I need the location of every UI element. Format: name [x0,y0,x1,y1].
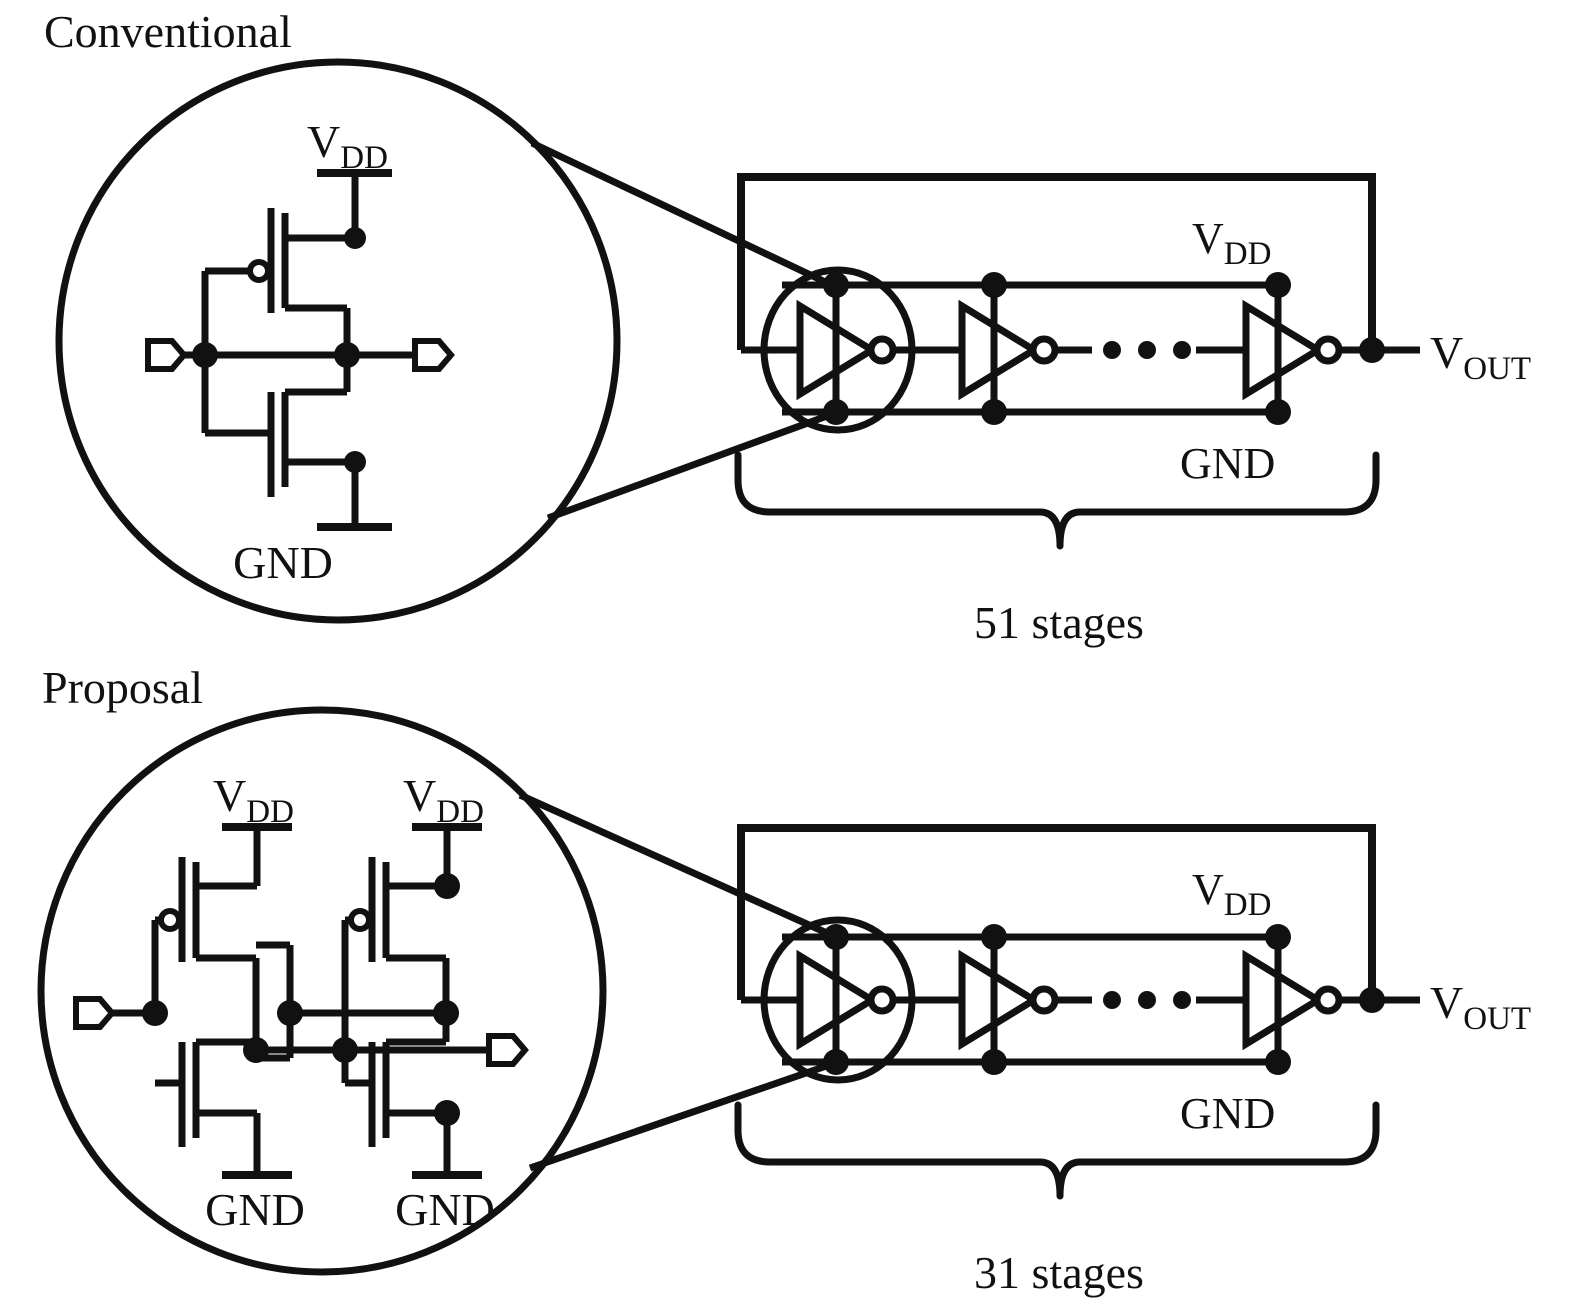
inverter-vdd-dot [981,924,1007,950]
left-gnd-label: GND [205,1184,305,1235]
inverter-vdd-dot [823,272,849,298]
stages-brace [734,451,1380,550]
chain-highlight-ellipse [760,916,916,1084]
leader-line-bottom [546,408,840,522]
inverter-gnd-dot [1265,1049,1291,1075]
ellipsis-dot [1138,991,1156,1009]
inverter-bubble-icon [1029,335,1059,365]
cell-vdd-label: VDD [307,116,388,176]
output-port-icon [412,338,455,372]
proposal-inverter-cell: VDD GND [73,770,529,1235]
proposal-ring-chain: VDD GND VOUT 31 stages [734,824,1531,1298]
chain-inverter-2 [958,272,1059,425]
proposal-section: Proposal [37,662,1531,1298]
chain-gnd-label: GND [1180,1089,1275,1138]
chain-inverter-3 [1242,924,1343,1075]
inverter-triangle [1242,949,1325,1051]
right-pmos-bubble-icon [348,908,372,932]
feedback-loop-wire [737,824,1376,1000]
ellipsis-dot [1173,341,1191,359]
inverter-bubble-icon [1313,335,1343,365]
input-node-dot [192,342,218,368]
output-node-dot [334,342,360,368]
stages-brace [734,1101,1380,1200]
right-gnd-dot [434,1100,460,1126]
conventional-inverter-cell: VDD GND [145,116,455,588]
inverter-vdd-dot [1265,924,1291,950]
chain-vout-label: VOUT [1430,977,1531,1037]
chain-inverter-1 [796,924,897,1075]
leader-line-bottom [528,1058,840,1172]
inverter-bubble-icon [867,335,897,365]
conventional-title: Conventional [44,6,292,57]
vout-tap-dot [1359,337,1385,363]
inverter-vdd-dot [981,272,1007,298]
proposal-magnifier-circle [37,706,607,1276]
conventional-section: Conventional [44,6,1531,648]
conventional-ring-chain: VDD GND VOUT 51 stages [734,173,1531,648]
chain-gnd-label: GND [1180,439,1275,488]
leader-line-top [518,791,840,942]
inverter-vdd-dot [1265,272,1291,298]
inverter-vdd-dot [823,924,849,950]
vout-tap-dot [1359,987,1385,1013]
chain-vout-label: VOUT [1430,327,1531,387]
inverter-triangle [958,949,1041,1051]
proposal-output-port-icon [486,1033,529,1067]
right-vdd-dot [434,873,460,899]
left-pmos-bubble-icon [158,908,182,932]
inverter-bubble-icon [867,985,897,1015]
right-gate-node-dot [332,1037,358,1063]
junction-dot-gnd [344,451,366,473]
ellipsis-dot [1173,991,1191,1009]
inverter-triangle [958,299,1041,401]
inverter-gnd-dot [823,1049,849,1075]
right-vdd-label: VDD [403,770,484,830]
ellipsis-dot [1103,991,1121,1009]
proposal-right-inverter: VDD GND [256,770,529,1235]
inverter-gnd-dot [981,399,1007,425]
ellipsis-dot [1138,341,1156,359]
right-gnd-label: GND [395,1184,495,1235]
inverter-triangle [1242,299,1325,401]
inverter-bubble-icon [1313,985,1343,1015]
right-upper-node-dot [433,1000,459,1026]
chain-vdd-label: VDD [1192,865,1271,923]
cell-gnd-label: GND [233,537,333,588]
inverter-gnd-dot [981,1049,1007,1075]
conventional-stages-label: 51 stages [974,597,1144,648]
chain-inverter-1 [796,272,897,425]
feedback-loop-wire [737,173,1376,350]
left-vdd-label: VDD [213,770,294,830]
input-port-icon [145,338,188,372]
leader-line-top [530,139,840,292]
pmos-bubble-icon [247,259,271,283]
ellipsis-dot [1103,341,1121,359]
inverter-bubble-icon [1029,985,1059,1015]
proposal-input-port-icon [73,996,116,1030]
chain-inverter-2 [958,924,1059,1075]
proposal-title: Proposal [42,662,203,713]
chain-inverter-3 [1242,272,1343,425]
proposal-stages-label: 31 stages [974,1247,1144,1298]
chain-highlight-ellipse [760,266,916,434]
junction-dot-vdd [344,227,366,249]
inverter-gnd-dot [1265,399,1291,425]
inverter-gnd-dot [823,399,849,425]
conventional-magnifier-circle [55,58,621,624]
chain-vdd-label: VDD [1192,214,1271,272]
proposal-left-inverter: VDD GND [73,770,305,1235]
